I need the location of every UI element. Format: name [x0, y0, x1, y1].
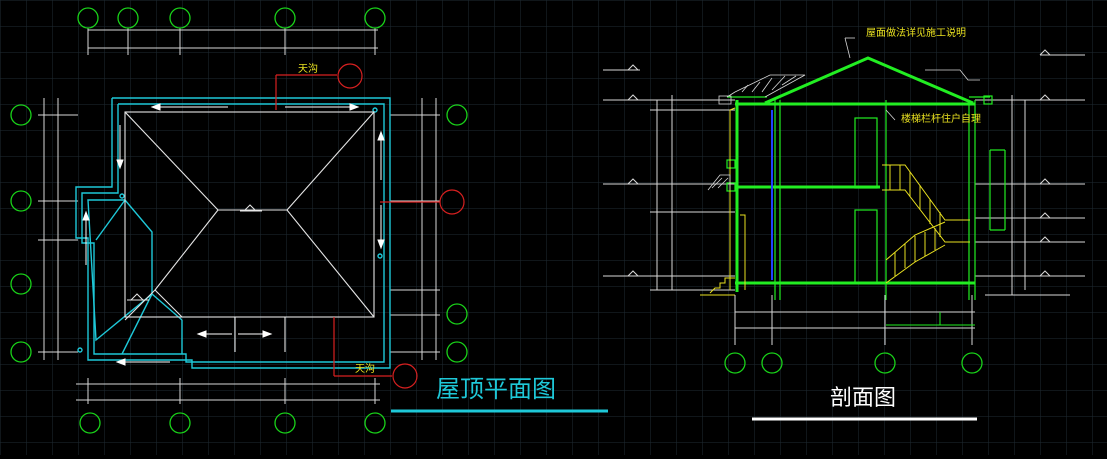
section-structure-thin [726, 95, 1006, 300]
note-leaders [844, 37, 896, 121]
gutter-label-top: 天沟 [298, 62, 318, 75]
roof-hips [124, 111, 375, 352]
section-title: 剖面图 [830, 386, 896, 411]
bottom-dimension-lines [76, 378, 380, 404]
level-markers [127, 204, 262, 301]
section-axis-circles [724, 352, 983, 374]
eaves-hatch [707, 69, 980, 191]
railing-note: 楼梯栏杆住户自理 [901, 112, 981, 125]
gutter-label-bottom: 天沟 [355, 362, 375, 375]
gutter-callouts [275, 63, 465, 389]
section-right-dimensions [975, 49, 1085, 296]
section-drawing [603, 37, 1085, 374]
roof-note: 屋面做法详见施工说明 [866, 26, 966, 39]
section-left-dimensions [603, 64, 735, 291]
plan-title: 屋顶平面图 [436, 375, 556, 403]
drainage-arrows [82, 103, 385, 366]
roof-outline [75, 97, 391, 369]
stair-railing [700, 107, 970, 296]
plan-axis-circles [10, 7, 468, 434]
top-dimension-lines [87, 28, 378, 55]
right-dimension-lines [390, 98, 440, 360]
left-dimension-lines [38, 98, 78, 360]
section-bottom-dimensions [734, 295, 975, 345]
section-stair-dimension [886, 312, 975, 326]
roof-plan: 天沟 天沟 [10, 7, 468, 434]
